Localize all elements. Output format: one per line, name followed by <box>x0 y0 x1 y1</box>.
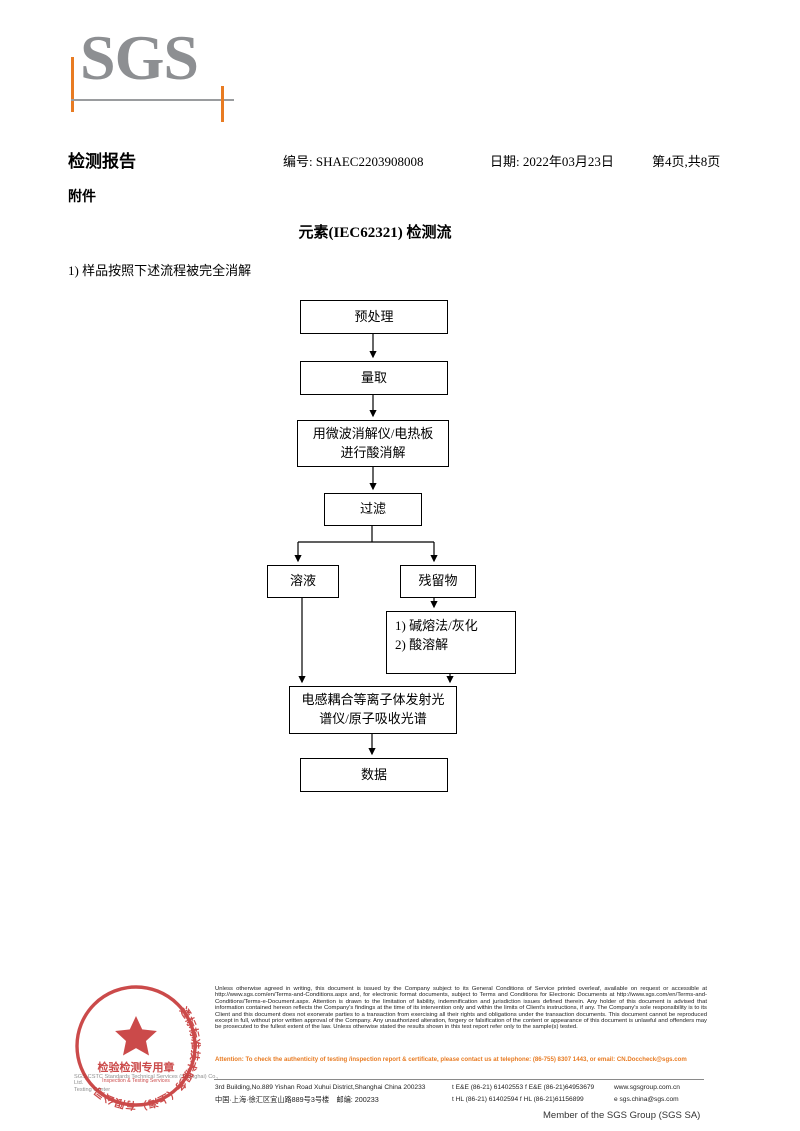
flow-note: 1) 样品按照下述流程被完全消解 <box>68 263 252 278</box>
flow-box-icp: 电感耦合等离子体发射光 谱仪/原子吸收光谱 <box>289 686 457 734</box>
website-url: www.sgsgroup.com.cn <box>614 1084 680 1091</box>
stamp-star-icon <box>115 1016 157 1056</box>
flow-box-solution: 溶液 <box>267 565 339 598</box>
flow-label: 电感耦合等离子体发射光 <box>301 692 445 708</box>
flow-label: 残留物 <box>418 573 458 589</box>
flow-label: 进行酸消解 <box>340 444 406 460</box>
logo-accent-line-left <box>71 57 74 112</box>
footer-divider <box>214 1079 704 1080</box>
sgs-member-note: Member of the SGS Group (SGS SA) <box>543 1110 701 1121</box>
email-address: e sgs.china@sgs.com <box>614 1096 679 1103</box>
flow-box-fusion: 1) 碱熔法/灰化 2) 酸溶解 <box>386 611 516 674</box>
telephone-chinese: t HL (86-21) 61402594 f HL (86-21)611568… <box>452 1096 584 1103</box>
flow-label: 谱仪/原子吸收光谱 <box>319 711 427 726</box>
flow-box-data: 数据 <box>300 758 448 792</box>
logo-accent-line-right <box>221 86 224 122</box>
section-title: 元素(IEC62321) 检测流 <box>298 225 452 241</box>
flow-label: 量取 <box>360 369 387 385</box>
flow-box-digestion: 用微波消解仪/电热板 进行酸消解 <box>297 420 449 467</box>
attention-notice: Attention: To check the authenticity of … <box>215 1056 687 1063</box>
legal-disclaimer: Unless otherwise agreed in writing, this… <box>215 986 707 1031</box>
flow-label: 用微波消解仪/电热板 <box>312 425 434 441</box>
flow-label: 过滤 <box>359 501 386 517</box>
stamp-band-text: 检验检测专用章 <box>98 1060 175 1074</box>
flow-box-filter: 过滤 <box>324 493 422 526</box>
address-english: 3rd Building,No.889 Yishan Road Xuhui Di… <box>215 1084 426 1091</box>
flow-label: 1) 碱熔法/灰化 <box>395 618 478 633</box>
flow-label: 2) 酸溶解 <box>395 636 449 652</box>
report-number: 编号: SHAEC2203908008 <box>283 154 424 169</box>
flow-label: 数据 <box>360 766 387 782</box>
report-title: 检测报告 <box>68 152 136 171</box>
svg-text:通标标准技术服务（上海）有限公司: 通标标准技术服务（上海）有限公司 <box>92 1005 202 1112</box>
sgs-logo: SGS <box>80 22 199 93</box>
address-chinese: 中国·上海·徐汇区宜山路889号3号楼 邮编: 200233 <box>215 1095 379 1104</box>
logo-underline <box>71 99 234 101</box>
flow-label: 溶液 <box>289 573 316 589</box>
flow-box-residue: 残留物 <box>400 565 476 598</box>
stamp-ring-text: 通标标准技术服务（上海）有限公司 <box>92 1005 202 1112</box>
company-name-gray: SGS-CSTC Standards Technical Services (S… <box>74 1074 219 1086</box>
flow-box-pretreatment: 预处理 <box>300 300 448 334</box>
flow-label: 预处理 <box>354 308 394 324</box>
telephone-english: t E&E (86-21) 61402553 f E&E (86-21)6495… <box>452 1084 595 1091</box>
flow-box-measure: 量取 <box>300 361 448 395</box>
inspection-stamp: 通标标准技术服务（上海）有限公司 检验检测专用章 Inspection & Te… <box>75 985 202 1112</box>
report-date: 日期: 2022年03月23日 <box>490 154 614 169</box>
stamp-sub-text: Inspection & Testing Services <box>102 1078 170 1084</box>
attachment-label: 附件 <box>68 190 96 205</box>
testing-center-gray: Testing Center <box>74 1087 111 1093</box>
page-indicator: 第4页,共8页 <box>652 154 721 169</box>
